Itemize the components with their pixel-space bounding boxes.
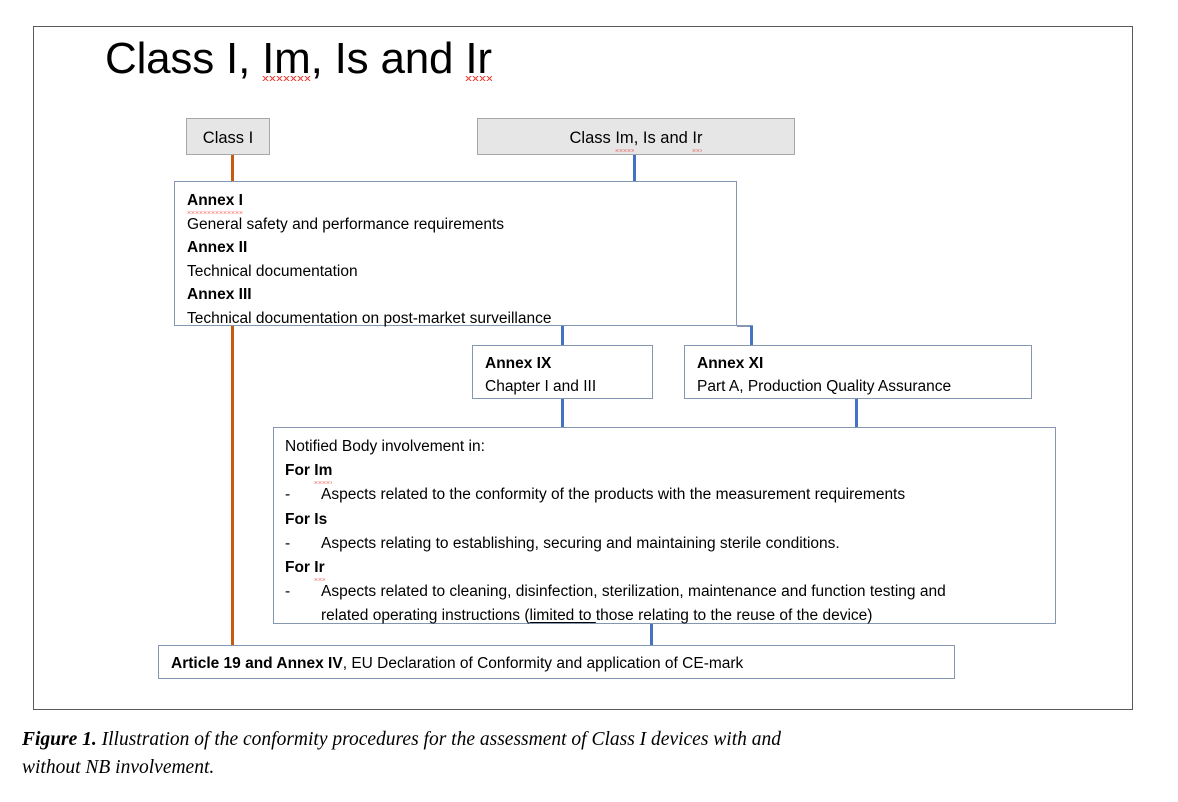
notified-body-bullet-im-text: Aspects related to the conformity of the… [321, 486, 906, 504]
box-annex-ix-content: Annex IX Chapter I and III [473, 346, 652, 399]
annex-list-heading-1: Annex II [187, 239, 248, 257]
connector-class-i-path [231, 155, 234, 645]
nb-im-prefix: For [285, 462, 315, 480]
notified-body-heading-im: For Im [285, 459, 1055, 485]
nb-ir-line2-b: those relating to the reuse of the devic… [595, 607, 873, 625]
title-prefix: Class I, [105, 34, 263, 83]
annex-xi-heading: Annex XI [697, 355, 764, 372]
notified-body-heading-ir: For Ir [285, 556, 1055, 582]
annex-list-text-0: General safety and performance requireme… [187, 215, 505, 233]
nb-ir-line2-underlined: limited to [529, 607, 596, 625]
box-annex-xi-content: Annex XI Part A, Production Quality Assu… [685, 346, 1031, 399]
box-article19[interactable]: Article 19 and Annex IV, EU Declaration … [158, 645, 955, 679]
article19-rest: , EU Declaration of Conformity and appli… [342, 655, 744, 672]
connector-class-mir-to-annex-list [633, 155, 636, 181]
box-class-im-is-ir[interactable]: Class Im, Is and Ir [477, 118, 795, 155]
box-notified-body-content: Notified Body involvement in: For Im - A… [274, 428, 1055, 628]
notified-body-bullet-is-text: Aspects relating to establishing, securi… [321, 534, 840, 552]
notified-body-bullet-im: - Aspects related to the conformity of t… [285, 483, 1055, 507]
connector-annex-list-to-annex-xi [750, 326, 753, 345]
connector-notified-body-to-article19 [650, 624, 653, 645]
box-notified-body[interactable]: Notified Body involvement in: For Im - A… [273, 427, 1056, 624]
annex-list-heading-0-text: Annex I [187, 189, 243, 214]
nb-is-token: Is [314, 510, 328, 528]
annex-list-text-2: Technical documentation on post-market s… [187, 309, 552, 327]
box-annex-list[interactable]: Annex I General safety and performance r… [174, 181, 737, 327]
box-annex-ix[interactable]: Annex IX Chapter I and III [472, 345, 653, 399]
notified-body-bullet-ir: - Aspects related to cleaning, disinfect… [285, 580, 1055, 628]
connector-annex-list-to-annex-ix [561, 326, 564, 345]
nb-is-prefix: For [285, 510, 315, 528]
bullet-dash-icon: - [285, 534, 291, 552]
title-token-ir: Ir [465, 34, 493, 83]
box-class-im-is-ir-label: Class Im, Is and Ir [478, 119, 794, 152]
box-article19-content: Article 19 and Annex IV, EU Declaration … [159, 646, 954, 675]
nb-ir-token: Ir [314, 556, 325, 582]
annex-list-text-1: Technical documentation [187, 262, 358, 280]
notified-body-bullet-ir-text: Aspects related to cleaning, disinfectio… [321, 580, 1055, 628]
diagram-title: Class I, Im, Is and Ir [105, 34, 493, 83]
title-token-im: Im [262, 34, 312, 83]
connector-annex-xi-to-notified-body [855, 399, 858, 427]
caption-line-1: Figure 1. Illustration of the conformity… [22, 726, 1158, 754]
title-mid: , Is and [310, 34, 466, 83]
class-mir-mid: , Is and [633, 129, 693, 147]
caption-text-1: Illustration of the conformity procedure… [96, 729, 782, 750]
class-mir-token-im: Im [615, 126, 635, 152]
annex-xi-text: Part A, Production Quality Assurance [697, 378, 952, 396]
nb-ir-prefix: For [285, 558, 315, 576]
notified-body-bullet-is: - Aspects relating to establishing, secu… [285, 532, 1055, 556]
connector-annex-ix-to-notified-body [561, 399, 564, 427]
annex-ix-heading: Annex IX [485, 355, 552, 372]
bullet-dash-icon: - [285, 486, 291, 504]
bullet-dash-icon: - [285, 583, 291, 601]
nb-ir-line2-a: related operating instructions ( [321, 607, 530, 625]
figure-caption: Figure 1. Illustration of the conformity… [22, 726, 1158, 781]
box-annex-list-content: Annex I General safety and performance r… [175, 182, 736, 330]
class-mir-token-ir: Ir [692, 126, 703, 152]
notified-body-intro: Notified Body involvement in: [285, 438, 485, 455]
notified-body-heading-is: For Is [285, 508, 1055, 532]
caption-label: Figure 1. [22, 729, 97, 750]
caption-line-2: without NB involvement. [22, 756, 215, 778]
box-class-i-label: Class I [202, 129, 254, 147]
nb-im-token: Im [314, 459, 333, 485]
article19-bold: Article 19 and Annex IV [171, 655, 343, 672]
box-annex-xi[interactable]: Annex XI Part A, Production Quality Assu… [684, 345, 1032, 399]
box-class-i[interactable]: Class I [186, 118, 270, 155]
nb-ir-line1: Aspects related to cleaning, disinfectio… [321, 583, 946, 601]
class-mir-prefix: Class [569, 129, 616, 147]
connector-annex-list-horizontal [737, 325, 753, 327]
annex-list-heading-2: Annex III [187, 286, 252, 304]
annex-list-heading-0: Annex I [187, 189, 736, 214]
annex-ix-text: Chapter I and III [485, 378, 597, 396]
